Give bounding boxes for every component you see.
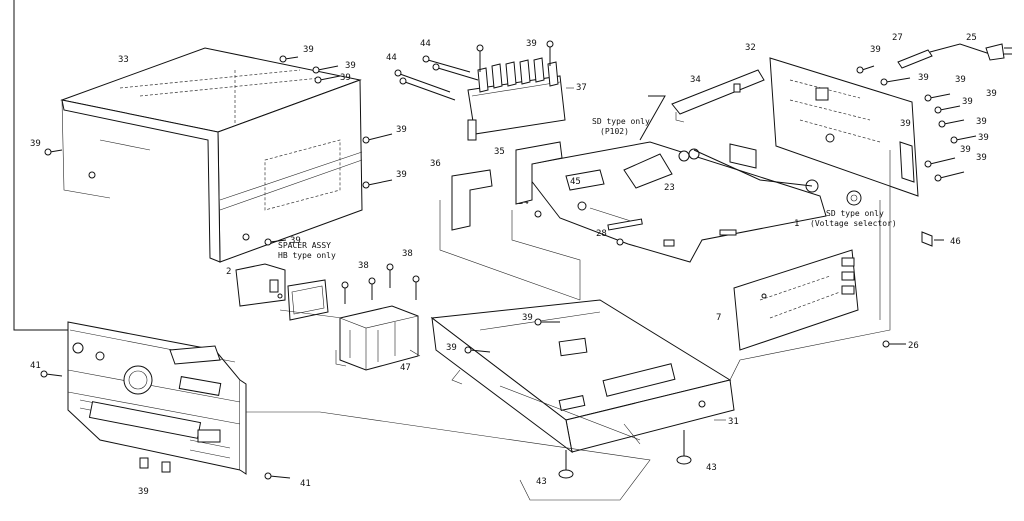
label-heatsink: 37	[576, 83, 587, 93]
label-front-screw-41: 41	[300, 479, 311, 489]
plug-27	[897, 49, 933, 69]
label-screw-39: 39	[396, 125, 407, 135]
label-foot-43: 43	[706, 463, 717, 473]
label-screw-39: 39	[976, 153, 987, 163]
label-rear-panel: 32	[745, 43, 756, 53]
label-part-28: 28	[596, 229, 607, 239]
pcb-7	[733, 249, 859, 351]
transformer-screws	[341, 263, 420, 304]
label-screw-38: 38	[358, 261, 369, 271]
bracket-36	[451, 169, 493, 231]
chassis	[430, 299, 735, 454]
assembly-guide-lines	[246, 150, 891, 501]
label-part-26: 26	[908, 341, 919, 351]
heatsink-screws	[476, 40, 554, 72]
label-screw-39: 39	[918, 73, 929, 83]
label-screw-39: 39	[396, 170, 407, 180]
label-pcb-7: 7	[716, 313, 721, 323]
voltage-selector	[846, 190, 862, 206]
bracket-44	[394, 55, 479, 101]
volume-knob	[123, 365, 153, 395]
note-voltage-sd: SD type only	[826, 209, 884, 218]
note-sd-p102: (P102)	[600, 127, 629, 136]
part-46	[921, 231, 944, 247]
label-part-45: 45	[570, 177, 581, 187]
small-knob	[95, 351, 105, 361]
top-cabinet	[60, 47, 363, 263]
label-bracket-34: 34	[690, 75, 701, 85]
label-cord-25: 25	[966, 33, 977, 43]
label-screw-39: 39	[976, 117, 987, 127]
rear-panel	[769, 57, 919, 197]
part-2-bracket	[235, 263, 286, 307]
foot-43	[558, 430, 692, 479]
label-screw-39: 39	[345, 61, 356, 71]
label-screw-39: 39	[522, 313, 533, 323]
relay-block	[729, 143, 757, 169]
front-panel-screws	[40, 370, 291, 480]
label-screw-39: 39	[138, 487, 149, 497]
label-bracket-44: 44	[386, 53, 397, 63]
label-screw-39: 39	[303, 45, 314, 55]
right-side-screws	[950, 135, 977, 144]
label-screw-39: 39	[870, 45, 881, 55]
main-pcb	[519, 95, 827, 263]
chassis-screws	[464, 318, 560, 354]
label-screw-39: 39	[955, 75, 966, 85]
label-screw-39: 39	[960, 145, 971, 155]
label-screw-39: 39	[526, 39, 537, 49]
power-cord	[897, 43, 1012, 69]
label-screw-39: 39	[986, 89, 997, 99]
label-screw-39: 39	[340, 73, 351, 83]
spacer-assy	[287, 279, 329, 321]
left-guide-line	[13, 0, 70, 331]
label-pcb-1: 1	[794, 219, 799, 229]
label-chassis: 31	[728, 417, 739, 427]
cabinet-screws	[44, 55, 393, 246]
label-part-46: 46	[950, 237, 961, 247]
note-sd-type: SD type only	[592, 117, 650, 126]
note-voltage-selector: (Voltage selector)	[810, 219, 897, 228]
power-knob	[72, 342, 84, 354]
sd-relay	[623, 153, 673, 189]
front-panel-assembly	[67, 321, 247, 475]
label-foot-43: 43	[536, 477, 547, 487]
bracket-34	[671, 69, 765, 123]
label-screw-38: 38	[402, 249, 413, 259]
label-front-part-41: 41	[30, 361, 41, 371]
power-transformer	[335, 305, 421, 371]
ac-plug	[985, 43, 1005, 61]
label-bracket-35: 35	[494, 147, 505, 157]
heatsink-assembly	[467, 57, 566, 141]
label-bracket-36: 36	[430, 159, 441, 169]
label-cabinet: 33	[118, 55, 129, 65]
pcb-connector	[607, 218, 643, 231]
label-screw-39: 39	[900, 119, 911, 129]
label-plug-27: 27	[892, 33, 903, 43]
label-bracket-44: 44	[420, 39, 431, 49]
label-screw-39: 39	[962, 97, 973, 107]
note-spacer-title: SPACER ASSY	[278, 241, 331, 250]
label-screw-39: 39	[978, 133, 989, 143]
bracket-35	[515, 141, 563, 205]
display-window	[178, 376, 222, 396]
label-part-23: 23	[664, 183, 675, 193]
label-screw-39: 39	[290, 236, 301, 246]
rear-panel-screws	[856, 65, 965, 182]
label-transformer: 47	[400, 363, 411, 373]
note-spacer-type: HB type only	[278, 251, 336, 260]
label-screw-39: 39	[446, 343, 457, 353]
label-part-2: 2	[226, 267, 231, 277]
label-screw-39: 39	[30, 139, 41, 149]
